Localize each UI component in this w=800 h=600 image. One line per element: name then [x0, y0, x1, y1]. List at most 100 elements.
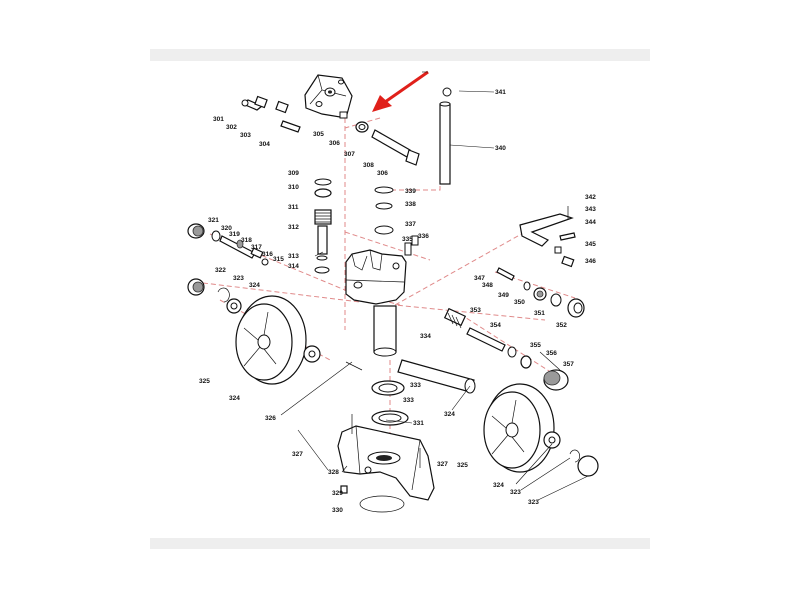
callout-322: 322 [215, 267, 226, 274]
callout-310: 310 [288, 184, 299, 191]
callout-314: 314 [288, 263, 299, 270]
callout-304: 304 [259, 141, 270, 148]
callout-323-c: 323 [528, 499, 539, 506]
cap-323 [577, 455, 599, 477]
callout-337: 337 [405, 221, 416, 228]
callout-354: 354 [490, 322, 501, 329]
bearing-324b [303, 345, 321, 363]
cap-352 [567, 298, 585, 318]
ring-351 [550, 293, 562, 307]
callout-325-b: 325 [457, 462, 468, 469]
callout-320: 320 [221, 225, 232, 232]
washer-309 [314, 178, 332, 186]
bearing-324d [543, 431, 561, 449]
callout-343: 343 [585, 206, 596, 213]
screw-316-315 [261, 258, 269, 266]
washer-314 [314, 266, 330, 274]
callout-315: 315 [273, 256, 284, 263]
callout-334: 334 [420, 333, 431, 340]
callout-308: 308 [363, 162, 374, 169]
callout-326: 326 [265, 415, 276, 422]
top-frame-band [150, 49, 650, 61]
callout-311: 311 [288, 204, 299, 211]
seals-355-356 [507, 346, 532, 369]
callout-344: 344 [585, 219, 596, 226]
callout-302: 302 [226, 124, 237, 131]
ball-341 [442, 87, 452, 97]
seal-349-350 [523, 281, 547, 301]
callout-346: 346 [585, 258, 596, 265]
callout-324-c: 324 [444, 411, 455, 418]
callout-labels: 301 302 303 304 305 306 307 308 306 341 … [199, 89, 596, 514]
callout-348: 348 [482, 282, 493, 289]
wheel-325-left [235, 295, 307, 385]
valve-312 [317, 225, 328, 255]
callout-331: 331 [413, 420, 424, 427]
callout-325: 325 [199, 378, 210, 385]
callout-307: 307 [344, 151, 355, 158]
callout-306: 306 [329, 140, 340, 147]
callout-327: 327 [292, 451, 303, 458]
valve-stem-319-318 [219, 235, 256, 259]
washer-306 [339, 111, 348, 119]
ring-333a [371, 380, 405, 396]
wheel-325-right [483, 383, 555, 473]
cap-322 [187, 278, 205, 296]
callout-333: 333 [410, 382, 421, 389]
pin-344 [559, 232, 576, 241]
ring-339 [374, 186, 394, 194]
circlip-323 [217, 287, 230, 303]
callout-330: 330 [332, 507, 343, 514]
callout-309: 309 [288, 170, 299, 177]
lever-342 [519, 213, 574, 247]
callout-305: 305 [313, 131, 324, 138]
pin-347-348 [496, 267, 515, 281]
callout-357: 357 [563, 361, 574, 368]
spring-317 [250, 247, 264, 259]
bearing-324a [226, 298, 242, 314]
callout-347: 347 [474, 275, 485, 282]
callout-345: 345 [585, 241, 596, 248]
callout-356: 356 [546, 350, 557, 357]
callout-355: 355 [530, 342, 541, 349]
callout-313: 313 [288, 253, 299, 260]
callout-328: 328 [328, 469, 339, 476]
callout-352: 352 [556, 322, 567, 329]
collar-307 [355, 121, 369, 133]
bearing-331 [371, 410, 409, 426]
callout-316: 316 [262, 251, 273, 258]
callout-312: 312 [288, 224, 299, 231]
nut-357 [543, 369, 569, 391]
callout-339: 339 [405, 188, 416, 195]
fitting-335-336 [404, 235, 419, 256]
callout-306-b: 306 [377, 170, 388, 177]
valve-354 [466, 327, 506, 352]
callout-349: 349 [498, 292, 509, 299]
callout-336: 336 [418, 233, 429, 240]
callout-340: 340 [495, 145, 506, 152]
callout-303: 303 [240, 132, 251, 139]
pump-body [345, 249, 407, 305]
lever-yoke [304, 74, 353, 119]
callout-321: 321 [208, 217, 219, 224]
shaft-321 [187, 223, 205, 239]
seal-ring-330 [359, 495, 405, 513]
callout-327-b: 327 [437, 461, 448, 468]
callout-301: 301 [213, 116, 224, 123]
callout-324: 324 [249, 282, 260, 289]
o-ring-320 [211, 230, 221, 242]
callout-317: 317 [251, 244, 262, 251]
ring-338 [375, 202, 393, 210]
spring-353 [443, 307, 467, 329]
nut-306b [405, 149, 420, 166]
circlip-323c [569, 449, 581, 463]
callout-319: 319 [229, 231, 240, 238]
callout-351: 351 [534, 310, 545, 317]
fork-frame [337, 425, 435, 501]
callout-341: 341 [495, 89, 506, 96]
column-334 [373, 305, 397, 357]
spring-seat-310 [314, 188, 332, 198]
callout-323-b: 323 [510, 489, 521, 496]
callout-342: 342 [585, 194, 596, 201]
spring-311 [314, 209, 332, 225]
